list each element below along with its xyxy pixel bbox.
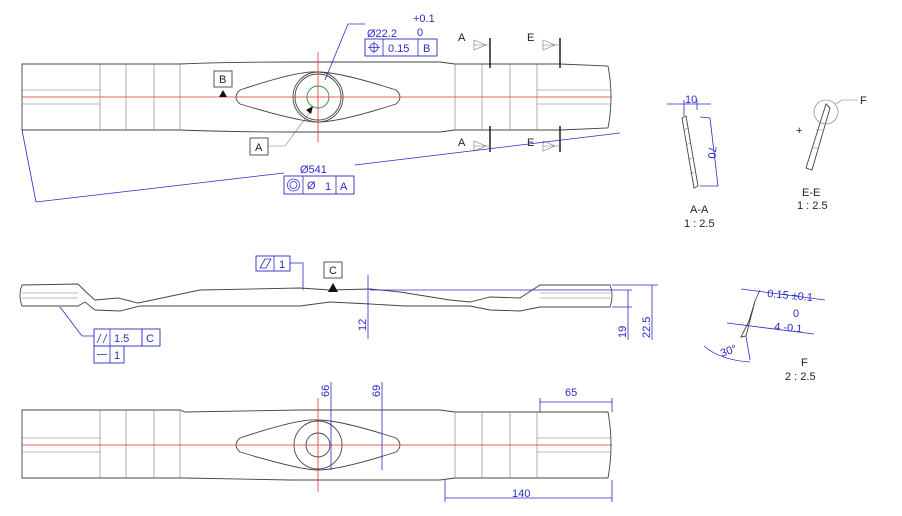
section-a-label-top: A xyxy=(458,32,466,44)
flatness-icon xyxy=(259,258,272,269)
side-view: 1 C 12 19 22.5 1.5 C 1 xyxy=(19,255,658,364)
detail-f: 0.15 ±0.1 0 4 -0.1 30° F 2 : 2.5 xyxy=(703,288,826,383)
position-tol-value: 0.15 xyxy=(388,43,409,55)
aa-length-dim: 70 xyxy=(705,146,718,159)
f-scale: 2 : 2.5 xyxy=(785,371,816,383)
aa-label: A-A xyxy=(690,204,709,216)
dim-66: 66 xyxy=(320,385,332,397)
position-datum: B xyxy=(423,43,430,55)
aa-scale: 1 : 2.5 xyxy=(684,218,715,230)
straightness-tol: 1 xyxy=(114,350,120,362)
position-tolerance-frame: 0.15 B xyxy=(364,38,438,57)
concentricity-tol: 1 xyxy=(325,181,331,193)
flatness-frame: 1 xyxy=(255,255,304,290)
parallelism-datum: C xyxy=(146,333,154,345)
section-a-a: 10 70 A-A 1 : 2.5 xyxy=(667,94,719,230)
f-angle-dim: 30° xyxy=(719,343,739,360)
thickness-dim: 12 xyxy=(357,319,369,331)
datum-a-box xyxy=(249,137,269,156)
datum-c-box xyxy=(323,261,343,279)
detail-f-circle xyxy=(813,99,839,125)
datum-a-label: A xyxy=(255,142,263,154)
bottom-view: 66 69 65 140 xyxy=(21,382,613,502)
parallelism-frame: 1.5 C 1 xyxy=(93,328,161,364)
datum-c-label: C xyxy=(329,265,337,277)
dim-140: 140 xyxy=(512,488,530,500)
section-a-label-bottom: A xyxy=(458,137,466,149)
svg-text:+: + xyxy=(796,125,802,137)
concentricity-datum: A xyxy=(340,181,348,193)
ee-label: E-E xyxy=(802,187,820,199)
section-e-e: F + E-E 1 : 2.5 xyxy=(796,95,867,212)
concentricity-symbol: Ø xyxy=(307,180,316,192)
blade-profile xyxy=(19,283,613,312)
f-bevel-tol-upper: 0 xyxy=(793,308,799,320)
blade-diameter-dim: Ø541 xyxy=(300,164,327,176)
dim-69: 69 xyxy=(371,385,383,397)
dim-22-5: 22.5 xyxy=(641,317,653,338)
f-edge-dim: 0.15 ±0.1 xyxy=(767,288,814,304)
section-e-label-top: E xyxy=(527,32,534,44)
concentricity-icon xyxy=(287,178,300,192)
f-label: F xyxy=(801,357,808,369)
concentricity-frame: Ø 1 A xyxy=(283,175,355,195)
datum-b-label: B xyxy=(219,74,226,86)
f-bevel-dim: 4 -0.1 xyxy=(774,321,803,335)
datum-b-box xyxy=(213,70,233,88)
ee-scale: 1 : 2.5 xyxy=(797,200,828,212)
section-e-label-bottom: E xyxy=(527,137,534,149)
blade-outline-top xyxy=(21,61,612,133)
dim-65: 65 xyxy=(565,387,577,399)
dim-19: 19 xyxy=(617,326,629,338)
top-view: A A E E B A Ø22.2 +0.1 0 0.15 B Ø541 xyxy=(21,13,621,203)
flatness-tol: 1 xyxy=(279,259,285,271)
parallelism-tol: 1.5 xyxy=(114,333,129,345)
detail-f-ref: F xyxy=(860,95,867,107)
hole-tol-lower: 0 xyxy=(417,27,423,39)
hole-tol-upper: +0.1 xyxy=(413,13,435,25)
parallelism-icon xyxy=(96,333,108,344)
aa-width-dim: 10 xyxy=(685,94,697,106)
hole-diameter-dim: Ø22.2 xyxy=(367,28,397,40)
